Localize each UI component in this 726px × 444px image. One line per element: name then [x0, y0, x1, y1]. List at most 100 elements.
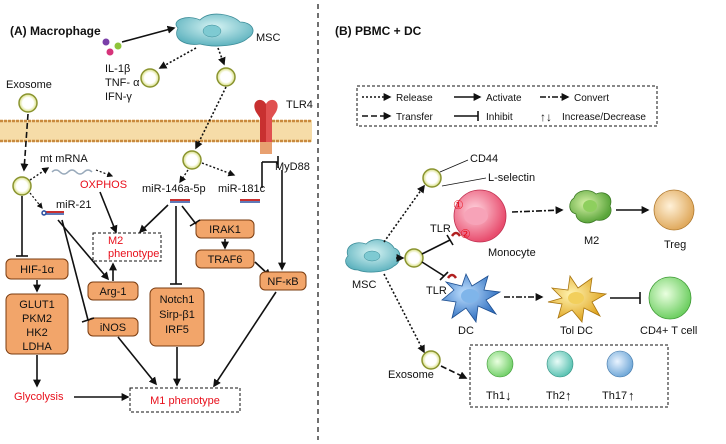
hk2-label: HK2 — [26, 327, 47, 339]
nfkb-label: NF-κB — [267, 276, 298, 288]
mir21-to-arg1-arrow — [57, 219, 110, 281]
tlr-bottom-label: TLR — [426, 285, 447, 297]
monocyte-to-m2-arrow — [511, 206, 564, 215]
dc-label: DC — [458, 325, 474, 337]
mir146-inhibit-irak1-line — [181, 205, 197, 225]
monocyte-cell — [453, 189, 507, 243]
th1-arrow: ↓ — [505, 388, 512, 403]
mir21-label: miR-21 — [56, 199, 91, 211]
legend-activate: Activate — [486, 93, 522, 104]
mir181-label: miR-181c — [218, 183, 266, 195]
toldc-label: Tol DC — [560, 325, 593, 337]
msc-cell-b — [345, 239, 401, 273]
mir181-symbol — [240, 199, 260, 203]
inos-label: iNOS — [100, 322, 126, 334]
m1-phenotype-box — [129, 387, 241, 413]
msc-release-top — [383, 184, 425, 243]
mtmrna-arrow — [29, 167, 50, 181]
oxphos-to-m2-arrow — [99, 191, 118, 234]
notch1-label: Notch1 — [160, 294, 195, 306]
exosome-label-b: Exosome — [388, 369, 434, 381]
msc-release-exosome — [383, 273, 425, 354]
glycolysis-label: Glycolysis — [14, 391, 64, 403]
cytokine-il1b: IL-1β — [105, 63, 130, 75]
mir146-symbol — [170, 199, 190, 203]
irak1-label: IRAK1 — [209, 224, 241, 236]
inos-box — [87, 317, 139, 337]
mt-mrna-squiggle — [51, 169, 93, 175]
release-arrow-1 — [158, 47, 197, 69]
mir21-release-arrow — [29, 192, 43, 209]
monocyte-label: Monocyte — [488, 247, 536, 259]
m2-cell-b — [569, 190, 612, 224]
mir21-symbol — [41, 210, 64, 216]
th17-label: Th17 — [602, 390, 627, 402]
m2-phenotype-box — [92, 232, 162, 262]
treg-cell — [653, 189, 695, 231]
msc-label-b: MSC — [352, 279, 377, 291]
mir21-inhibit-inos-line — [61, 219, 89, 321]
nfkb-box — [259, 271, 307, 291]
legend-convert: Convert — [574, 93, 609, 104]
inhibit-tlr-top-bar — [446, 234, 454, 246]
treg-label: Treg — [664, 239, 686, 251]
hif1a-label: HIF-1α — [20, 264, 55, 276]
exosome-vesicle-b — [421, 350, 441, 370]
nfkb-to-m1-arrow — [213, 291, 277, 388]
arg1-label: Arg-1 — [100, 286, 127, 298]
tlr4-label: TLR4 — [286, 99, 313, 111]
irak1-box — [195, 219, 255, 239]
internal-vesicle-mid — [182, 150, 202, 170]
msc-cell-a — [175, 13, 254, 47]
legend-inhibit: Inhibit — [486, 112, 513, 123]
th17-cell — [606, 350, 634, 378]
mir21-inhibit-inos-bar — [81, 317, 95, 323]
sirp-label: Sirp-β1 — [159, 309, 195, 321]
legend-transfer: Transfer — [396, 112, 434, 123]
lselectin-label: L-selectin — [488, 172, 535, 184]
arg1-box — [87, 281, 139, 301]
tlr-top-receptor — [450, 231, 462, 237]
legend-updown-icon: ↑↓ — [540, 110, 552, 124]
cd44-label: CD44 — [470, 153, 498, 165]
mir181-release-arrow — [201, 162, 236, 177]
tol-dc-cell — [547, 274, 608, 323]
glut-box — [5, 293, 69, 355]
ldha-label: LDHA — [22, 341, 52, 353]
cytokine-arrow — [121, 25, 176, 43]
msc-vesicle-transfer — [195, 86, 227, 150]
mir146-inhibit-irak1-bar — [189, 219, 201, 227]
cytokine-ifng: IFN-γ — [105, 91, 132, 103]
cd4-t-cell — [648, 276, 692, 320]
m1-label: M1 phenotype — [150, 395, 220, 407]
legend: Release Activate Convert Transfer Inhibi… — [356, 85, 658, 127]
cytokine-dots — [102, 38, 122, 56]
glut1-label: GLUT1 — [19, 299, 54, 311]
irf5-label: IRF5 — [165, 324, 189, 336]
vesicle-mid-b — [404, 248, 424, 268]
inhibit-tlr-top-line — [421, 239, 451, 255]
th17-arrow: ↑ — [628, 388, 635, 403]
mir146-to-m2-arrow — [138, 204, 169, 234]
release-arrow-2 — [217, 47, 226, 66]
oxphos-arrow — [95, 169, 114, 178]
legend-release: Release — [396, 93, 433, 104]
msc-label-a: MSC — [256, 32, 281, 44]
th2-arrow: ↑ — [565, 388, 572, 403]
traf6-box — [195, 249, 255, 269]
inos-to-m1-arrow — [117, 336, 158, 386]
cytokine-tnfa: TNF- α — [105, 77, 140, 89]
vesicle-cd44 — [422, 168, 442, 188]
legend-incdec: Increase/Decrease — [562, 112, 646, 123]
myd88-label: MyD88 — [275, 161, 310, 173]
number-1: ① — [453, 198, 464, 212]
tlr4-receptor — [254, 99, 278, 154]
oxphos-label: OXPHOS — [80, 179, 127, 191]
pkm2-label: PKM2 — [22, 313, 52, 325]
hif1a-box — [5, 258, 69, 280]
traf6-label: TRAF6 — [208, 254, 243, 266]
msc-vesicles-a — [140, 67, 236, 88]
exosome-transfer-arrow — [440, 365, 468, 379]
mt-mrna-label: mt mRNA — [40, 153, 88, 165]
